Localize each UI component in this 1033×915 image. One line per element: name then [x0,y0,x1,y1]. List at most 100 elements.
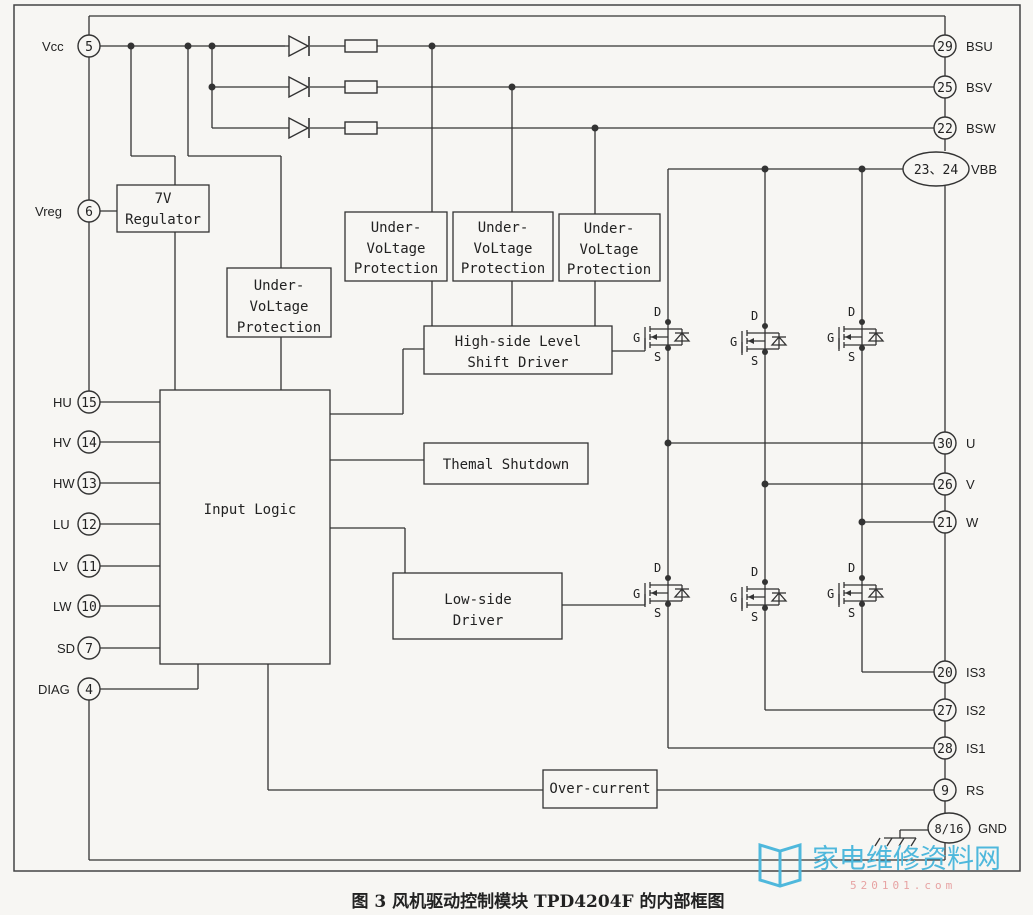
pin-label: BSV [966,80,992,95]
diode-icon [288,116,310,140]
wires [88,15,946,861]
thermal-shutdown-box [423,442,589,485]
pin-circle [77,636,101,660]
resistor-icon [344,121,378,135]
pin-circle [933,431,957,455]
drain-label: D [654,305,661,319]
pin-number: 8/16 [935,822,964,836]
pin-number: 10 [81,600,97,615]
pin-label: DIAG [38,682,70,697]
diode-icon [288,75,310,99]
gate-label: G [827,587,834,601]
pin-label: SD [57,641,75,656]
pin-diag: 4 DIAG [38,677,101,701]
pin-is1: 28 IS1 [933,736,986,760]
pin-label: IS3 [966,665,986,680]
pin-circle [933,698,957,722]
pin-label: U [966,436,975,451]
pin-bsw: 22 BSW [933,116,996,140]
pin-circle [933,778,957,802]
source-label: S [751,610,758,624]
ls-driver-line-1: Low-side [444,592,511,608]
source-label: S [848,350,855,364]
uvp-v-box [452,211,554,282]
resistor-icon [344,80,378,94]
regulator-line-2: Regulator [125,212,201,228]
pin-number: 25 [937,81,953,96]
mosfet-icon: DSG [827,561,885,620]
pin-circle [933,510,957,534]
mosfet-icon: DSG [827,305,885,364]
pin-circle [77,677,101,701]
uvp-w-line-1: Under- [584,221,635,237]
pin-number: 21 [937,516,953,531]
gate-label: G [633,331,640,345]
pin-sd: 7 SD [57,636,101,660]
source-label: S [751,354,758,368]
pin-number: 15 [81,396,97,411]
drain-label: D [848,561,855,575]
pin-number: 28 [937,742,953,757]
gate-label: G [730,335,737,349]
uvp-v-line-2: VoLtage [473,241,532,257]
pin-label: LW [53,599,72,614]
pin-circle [77,390,101,414]
pin-label: RS [966,783,984,798]
pin-bsv: 25 BSV [933,75,992,99]
pin-label: BSW [966,121,996,136]
watermark-sub: 520101.com [850,879,956,892]
pin-label: LV [53,559,68,574]
junction-dots [127,42,866,526]
pin-number: 9 [941,784,949,799]
watermark-book-icon [758,842,802,888]
uvp-u-line-3: Protection [354,261,438,277]
pin-number: 22 [937,122,953,137]
uvp-u-line-1: Under- [371,220,422,236]
uvp-main-line-2: VoLtage [249,299,308,315]
source-label: S [654,606,661,620]
pin-label: LU [53,517,70,532]
input-logic-box [159,389,331,665]
pin-circle [933,75,957,99]
uvp-u-line-2: VoLtage [366,241,425,257]
figure-caption: 图 3 风机驱动控制模块 TPD4204F 的内部框图 [351,891,724,912]
bootstrap-branch [288,34,378,58]
mosfet-icon: DSG [730,309,788,368]
pin-circle [902,151,970,187]
over-current-box [542,769,658,809]
input-logic-label: Input Logic [204,502,297,518]
pin-circle [77,34,101,58]
pin-circle [933,116,957,140]
pin-label: GND [978,821,1007,836]
pin-label: HW [53,476,75,491]
pin-circle [77,199,101,223]
pin-number: 23、24 [914,163,958,178]
pin-label: IS1 [966,741,986,756]
pin-number: 27 [937,704,953,719]
drain-label: D [654,561,661,575]
pin-number: 7 [85,642,93,657]
mosfet-icon: D SG [633,561,691,620]
uvp-main-line-1: Under- [254,278,305,294]
pin-circle [77,554,101,578]
pin-number: 4 [85,683,93,698]
uvp-v-line-1: Under- [478,220,529,236]
diode-icon [288,34,310,58]
pin-circle [933,34,957,58]
gate-label: G [633,587,640,601]
uvp-main-box [226,267,332,338]
pin-number: 14 [81,436,97,451]
regulator-line-1: 7V [155,191,172,207]
mosfet-icon: DSG [730,565,788,624]
